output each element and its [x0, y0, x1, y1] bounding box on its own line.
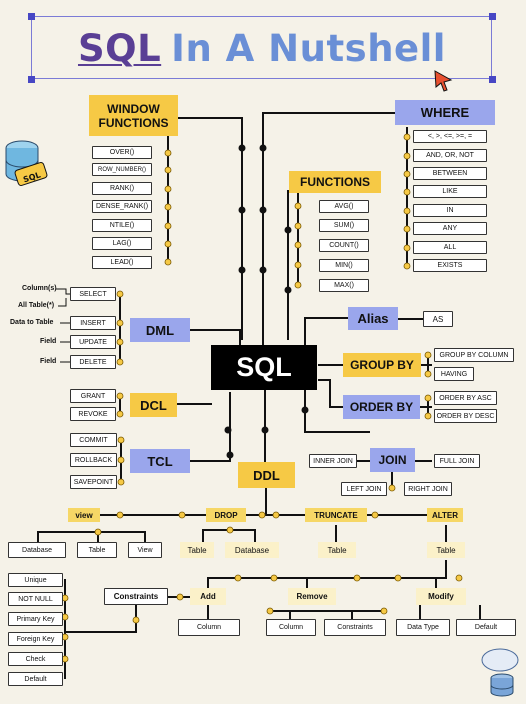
dml-item: INSERT — [70, 316, 116, 330]
order-by-header: ORDER BY — [343, 395, 420, 419]
dml-header: DML — [130, 318, 190, 342]
remove-item: Constraints — [324, 619, 386, 636]
truncate-item: Table — [318, 542, 356, 558]
dcl-header: DCL — [130, 393, 177, 417]
where-item: EXISTS — [413, 259, 487, 272]
tcl-item: COMMIT — [70, 433, 117, 447]
group-by-item: HAVING — [434, 367, 474, 381]
wf-item: RANK() — [92, 182, 152, 195]
dml-item: UPDATE — [70, 335, 116, 349]
dml-label: Column(s) — [22, 285, 57, 292]
tcl-item: ROLLBACK — [70, 453, 117, 467]
alter-item: Table — [427, 542, 465, 558]
window-functions-header: WINDOW FUNCTIONS — [89, 95, 178, 136]
dcl-item: GRANT — [70, 389, 116, 403]
view-item: Table — [77, 542, 117, 558]
dml-label: All Table(*) — [18, 302, 55, 309]
alter-remove-label: Remove — [288, 588, 336, 605]
wf-item: LAG() — [92, 237, 152, 250]
frame-handle — [28, 76, 35, 83]
join-item: INNER JOIN — [309, 454, 357, 468]
dml-label: Field — [40, 338, 57, 345]
functions-item: SUM() — [319, 219, 369, 232]
cloud-database-icon — [481, 648, 519, 697]
frame-handle — [28, 13, 35, 20]
constraints-item: Check — [8, 652, 63, 666]
page-title: SQL In A Nutshell — [40, 18, 484, 78]
where-item: <, >, <=, >=, = — [413, 130, 487, 143]
tcl-item: SAVEPOINT — [70, 475, 117, 489]
constraints-item: Foreign Key — [8, 632, 63, 646]
functions-item: MIN() — [319, 259, 369, 272]
constraints-item: NOT NULL — [8, 592, 63, 606]
alias-header: Alias — [348, 307, 398, 330]
functions-item: AVG() — [319, 200, 369, 213]
drop-item: Database — [225, 542, 279, 558]
where-item: ANY — [413, 222, 487, 235]
cursor-arrow-icon — [434, 70, 453, 92]
alter-add-label: Add — [190, 588, 226, 605]
functions-item: COUNT() — [319, 239, 369, 252]
constraints-item: Default — [8, 672, 63, 686]
where-item: ALL — [413, 241, 487, 254]
remove-item: Column — [266, 619, 316, 636]
title-part2: In A Nutshell — [171, 26, 446, 70]
view-item: Database — [8, 542, 66, 558]
ddl-alter-label: ALTER — [427, 508, 463, 522]
join-item: FULL JOIN — [434, 454, 480, 468]
where-item: BETWEEN — [413, 167, 487, 180]
tcl-header: TCL — [130, 449, 190, 473]
dml-item: DELETE — [70, 355, 116, 369]
group-by-item: GROUP BY COLUMN — [434, 348, 514, 362]
wf-item: OVER() — [92, 146, 152, 159]
alter-modify-label: Modify — [416, 588, 466, 605]
ddl-header: DDL — [238, 462, 295, 488]
modify-item: Data Type — [396, 619, 450, 636]
alias-item: AS — [423, 311, 453, 327]
constraints-item: Unique — [8, 573, 63, 587]
order-by-item: ORDER BY ASC — [434, 391, 497, 405]
constraints-item: Primary Key — [8, 612, 63, 626]
ddl-truncate-label: TRUNCATE — [305, 508, 367, 522]
frame-handle — [489, 13, 496, 20]
wf-item: NTILE() — [92, 219, 152, 232]
ddl-drop-label: DROP — [206, 508, 246, 522]
join-item: LEFT JOIN — [341, 482, 387, 496]
where-item: IN — [413, 204, 487, 217]
modify-item: Default — [456, 619, 516, 636]
ddl-view-label: view — [68, 508, 100, 522]
view-item: View — [128, 542, 162, 558]
order-by-item: ORDER BY DESC — [434, 409, 497, 423]
sql-center-box: SQL — [211, 345, 317, 390]
dcl-item: REVOKE — [70, 407, 116, 421]
title-frame — [31, 16, 492, 79]
join-item: RIGHT JOIN — [404, 482, 452, 496]
functions-header: FUNCTIONS — [289, 171, 381, 193]
where-header: WHERE — [395, 100, 495, 125]
add-item: Column — [178, 619, 240, 636]
where-item: LIKE — [413, 185, 487, 198]
where-item: AND, OR, NOT — [413, 149, 487, 162]
wf-item: DENSE_RANK() — [92, 200, 152, 213]
frame-handle — [489, 76, 496, 83]
wf-item: ROW_NUMBER() — [92, 163, 152, 176]
dml-item: SELECT — [70, 287, 116, 301]
database-icon: SQL — [5, 140, 48, 186]
join-header: JOIN — [370, 448, 415, 472]
drop-item: Table — [180, 542, 214, 558]
group-by-header: GROUP BY — [343, 353, 421, 377]
dml-label: Field — [40, 358, 57, 365]
wf-item: LEAD() — [92, 256, 152, 269]
title-part1: SQL — [77, 26, 162, 70]
functions-item: MAX() — [319, 279, 369, 292]
dml-label: Data to Table — [10, 319, 54, 326]
constraints-label: Constraints — [104, 588, 168, 605]
